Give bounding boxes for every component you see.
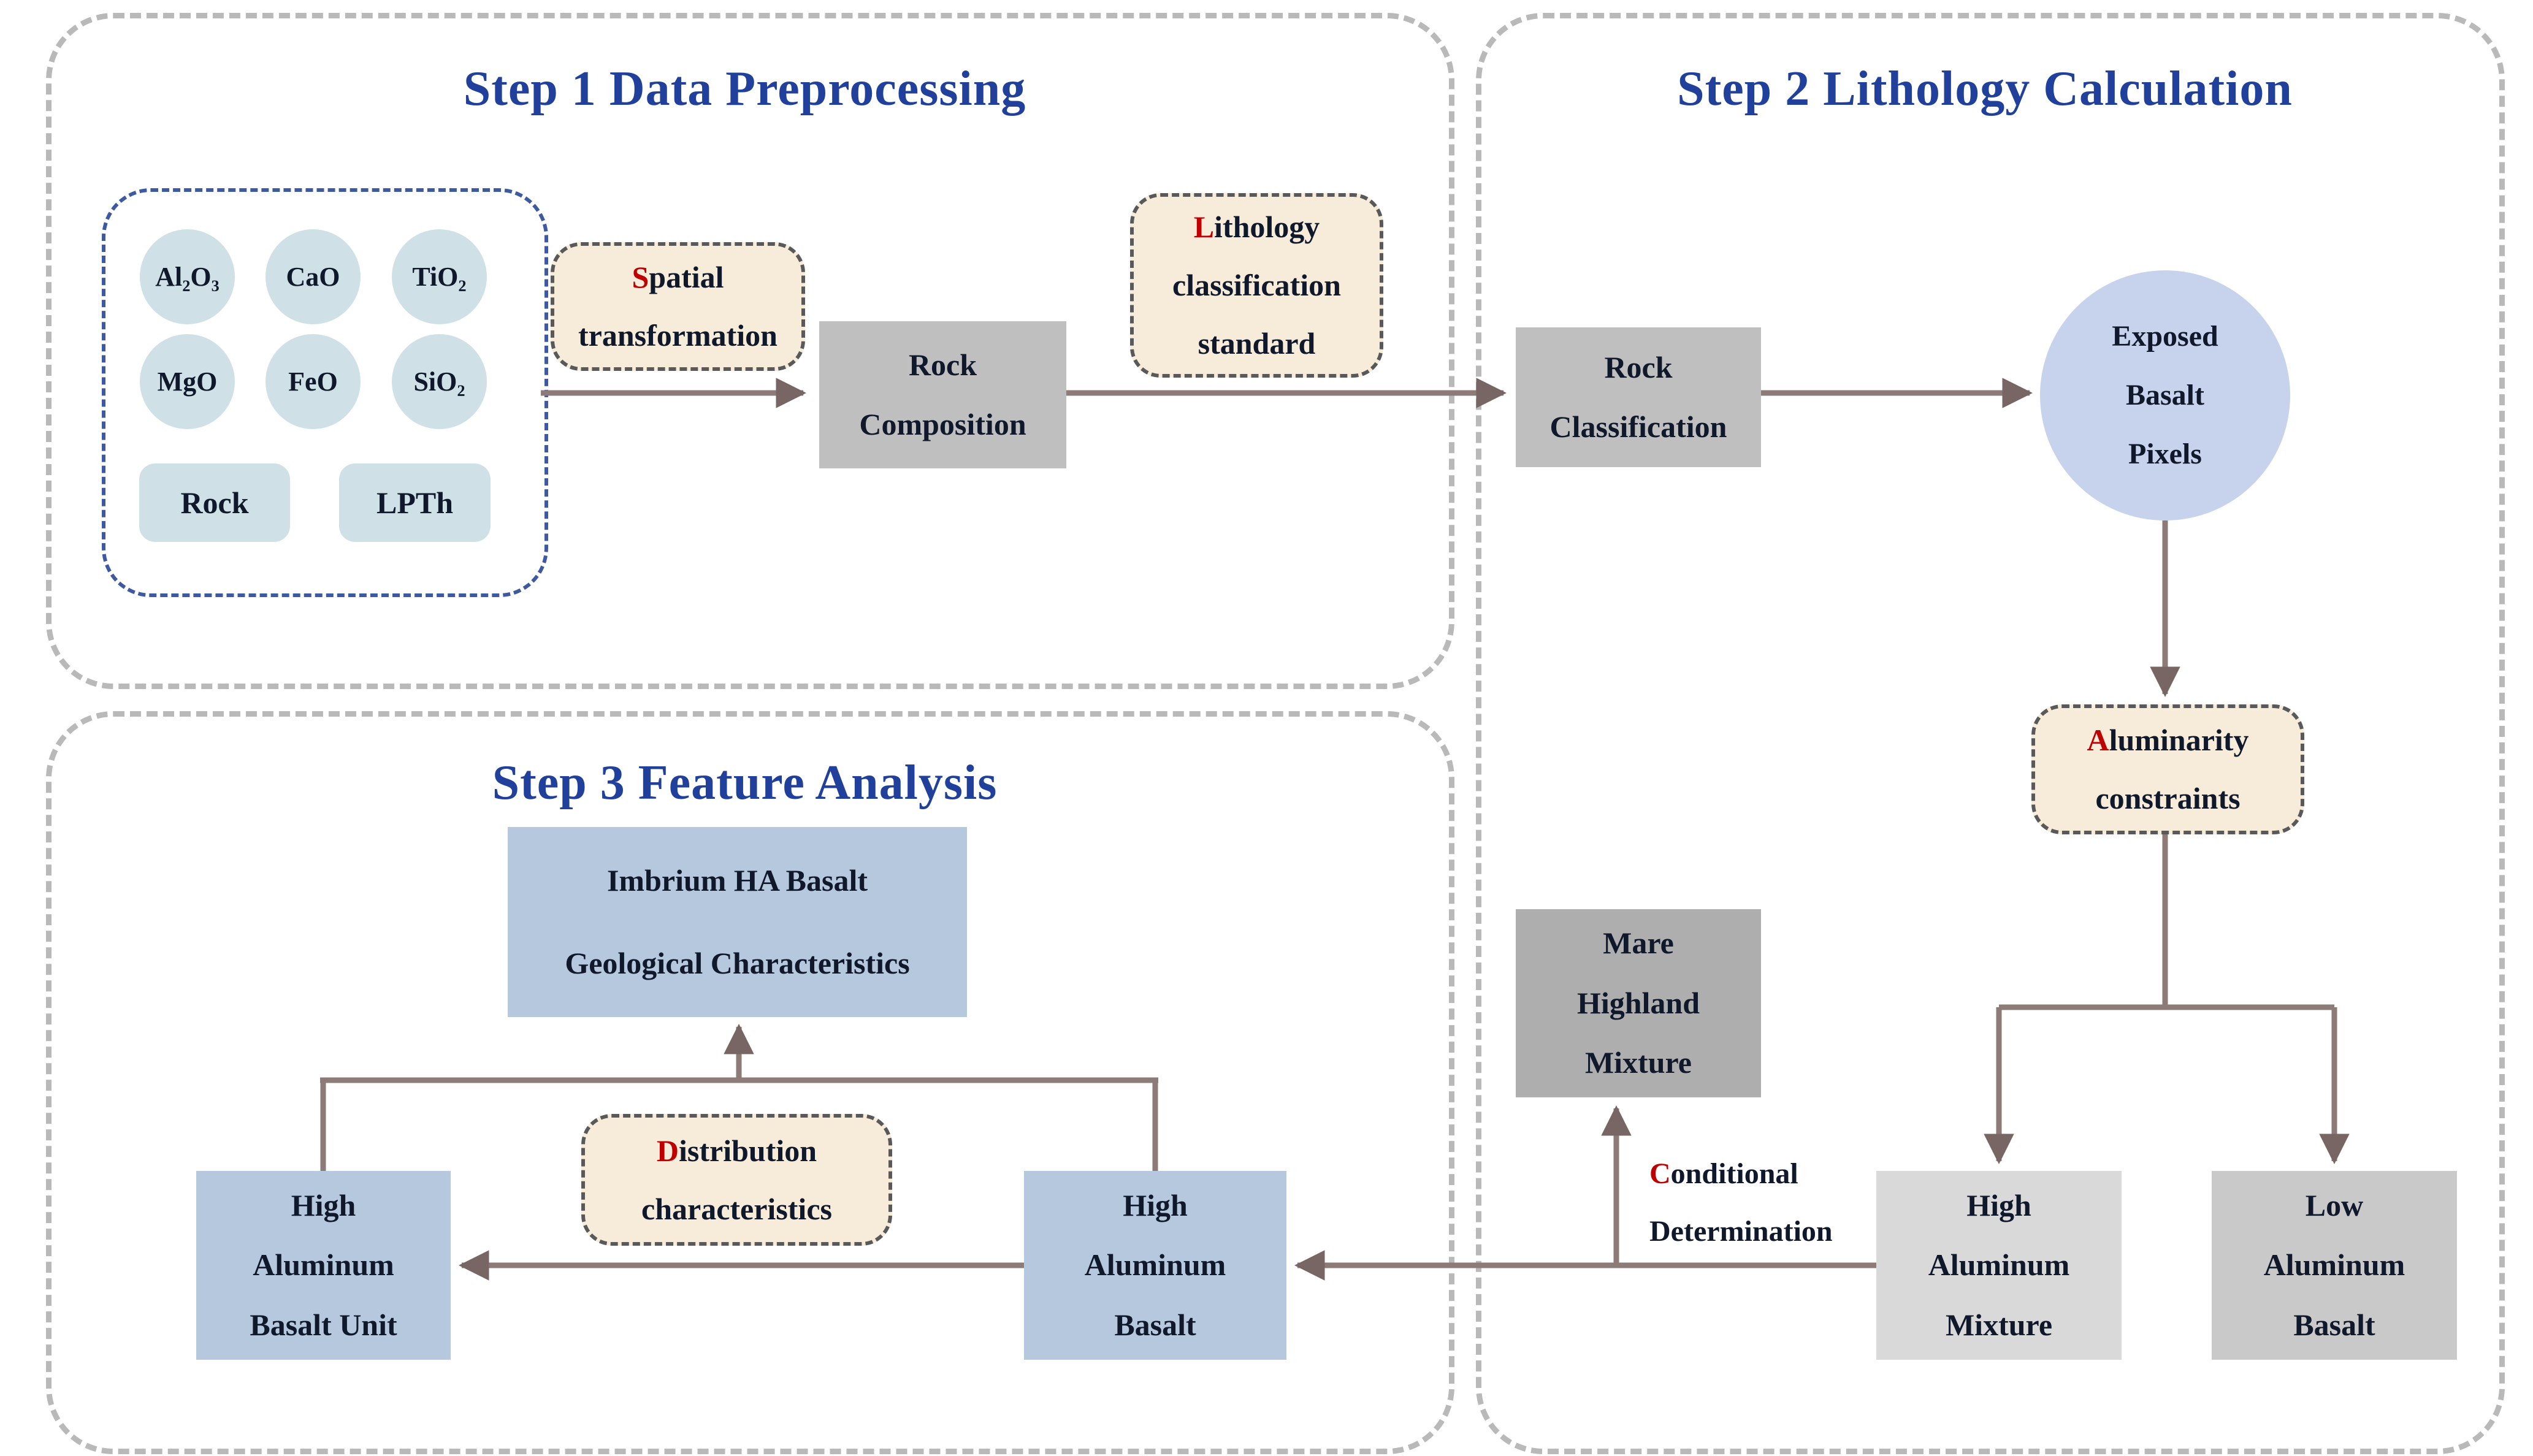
exposed-basalt-pixels-circle: Exposed Basalt Pixels bbox=[2040, 270, 2290, 520]
distribution-characteristics-label: Distribution characteristics bbox=[581, 1114, 892, 1246]
high-aluminum-basalt-unit-box: High Aluminum Basalt Unit bbox=[196, 1171, 451, 1360]
highlight-letter: A bbox=[2087, 723, 2109, 757]
input-circle-feo: FeO bbox=[266, 334, 361, 429]
input-circle-mgo: MgO bbox=[140, 334, 235, 429]
mare-highland-mixture-box: Mare Highland Mixture bbox=[1516, 909, 1761, 1097]
input-tile-rock: Rock bbox=[139, 463, 290, 542]
high-aluminum-mixture-box: High Aluminum Mixture bbox=[1876, 1171, 2122, 1360]
step2-title: Step 2 Lithology Calculation bbox=[1677, 62, 2293, 116]
high-aluminum-basalt-box: High Aluminum Basalt bbox=[1024, 1171, 1286, 1360]
step1-panel bbox=[46, 13, 1454, 689]
input-circle-sio2: SiO₂ bbox=[392, 334, 487, 429]
step3-title: Step 3 Feature Analysis bbox=[492, 756, 998, 810]
aluminarity-constraints-label: Aluminarity constraints bbox=[2031, 704, 2304, 834]
highlight-letter: S bbox=[632, 260, 649, 294]
highlight-letter: L bbox=[1193, 210, 1215, 244]
lithology-classification-standard-label: Lithology classification standard bbox=[1130, 193, 1383, 378]
input-circle-cao: CaO bbox=[266, 229, 361, 324]
step1-title: Step 1 Data Preprocessing bbox=[463, 62, 1026, 116]
step2-panel bbox=[1476, 13, 2505, 1454]
imbrium-ha-basalt-box: Imbrium HA Basalt Geological Characteris… bbox=[508, 827, 967, 1017]
input-circle-tio2: TiO₂ bbox=[392, 229, 487, 324]
input-circle-al2o3: Al₂O₃ bbox=[140, 229, 235, 324]
spatial-transformation-label: Spatial transformation bbox=[551, 242, 805, 371]
highlight-letter: D bbox=[656, 1133, 679, 1168]
step3-panel bbox=[46, 711, 1454, 1454]
highlight-letter: C bbox=[1649, 1157, 1671, 1190]
rock-classification-box: Rock Classification bbox=[1516, 327, 1761, 467]
rock-composition-box: Rock Composition bbox=[819, 321, 1066, 468]
input-tile-lpth: LPTh bbox=[339, 463, 491, 542]
conditional-determination-label: Conditional Determination bbox=[1649, 1157, 1833, 1248]
low-aluminum-basalt-box: Low Aluminum Basalt bbox=[2212, 1171, 2457, 1360]
